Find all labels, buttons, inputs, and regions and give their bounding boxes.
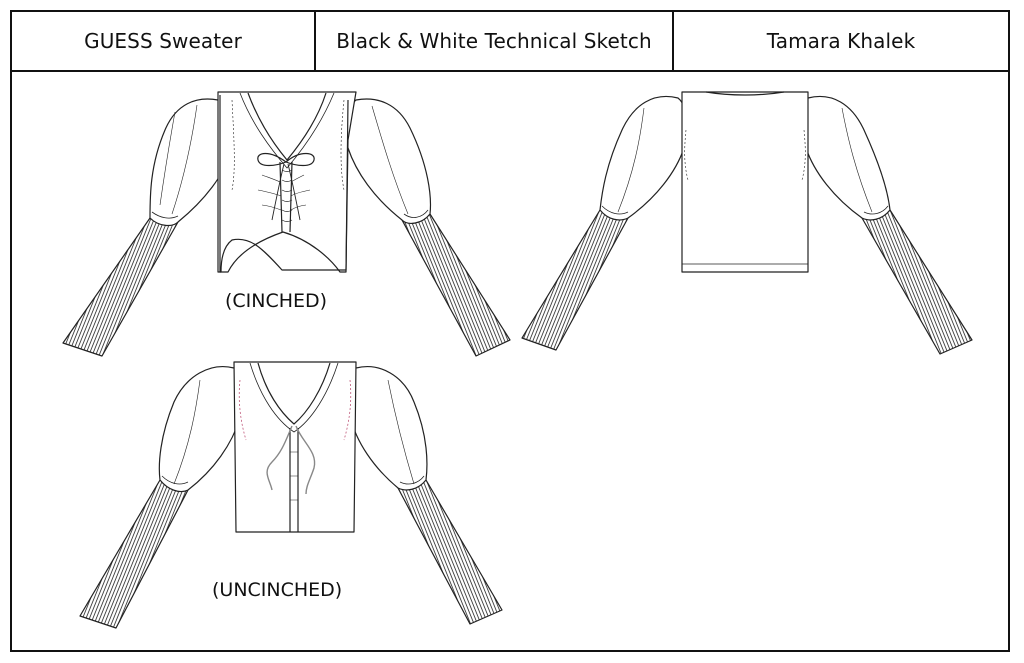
unc-left-puff-sleeve	[158, 366, 244, 493]
unc-drawstring	[266, 425, 316, 495]
right-rib-cuff	[401, 213, 511, 357]
unc-right-puff-sleeve	[346, 366, 428, 491]
product-name: GUESS Sweater	[12, 12, 316, 70]
front-uncinched-sketch	[79, 361, 503, 629]
sheet-type: Black & White Technical Sketch	[316, 12, 674, 70]
v-neckline	[247, 92, 327, 161]
unc-center-placket	[289, 428, 299, 532]
back-body	[681, 91, 809, 273]
back-view-sketch	[521, 91, 973, 355]
unc-body	[233, 361, 357, 533]
unc-left-rib-cuff	[79, 479, 189, 629]
tie-bow	[257, 152, 315, 167]
back-left-rib-cuff	[521, 209, 629, 351]
front-cinched-sketch	[62, 91, 511, 357]
right-puff-sleeve	[345, 98, 432, 224]
unc-right-rib-cuff	[397, 479, 503, 625]
unc-v-neckline	[257, 362, 331, 425]
back-right-puff-sleeve	[801, 96, 891, 221]
cinched-view-label: (CINCHED)	[225, 290, 328, 312]
tech-sheet-frame: GUESS Sweater Black & White Technical Sk…	[10, 10, 1010, 652]
back-right-rib-cuff	[861, 209, 973, 355]
uncinched-view-label: (UNCINCHED)	[212, 579, 343, 601]
cinched-body	[217, 91, 357, 273]
title-block: GUESS Sweater Black & White Technical Sk…	[12, 12, 1008, 72]
designer-name: Tamara Khalek	[766, 29, 916, 53]
left-rib-cuff	[62, 217, 179, 357]
ruched-placket	[279, 161, 293, 233]
